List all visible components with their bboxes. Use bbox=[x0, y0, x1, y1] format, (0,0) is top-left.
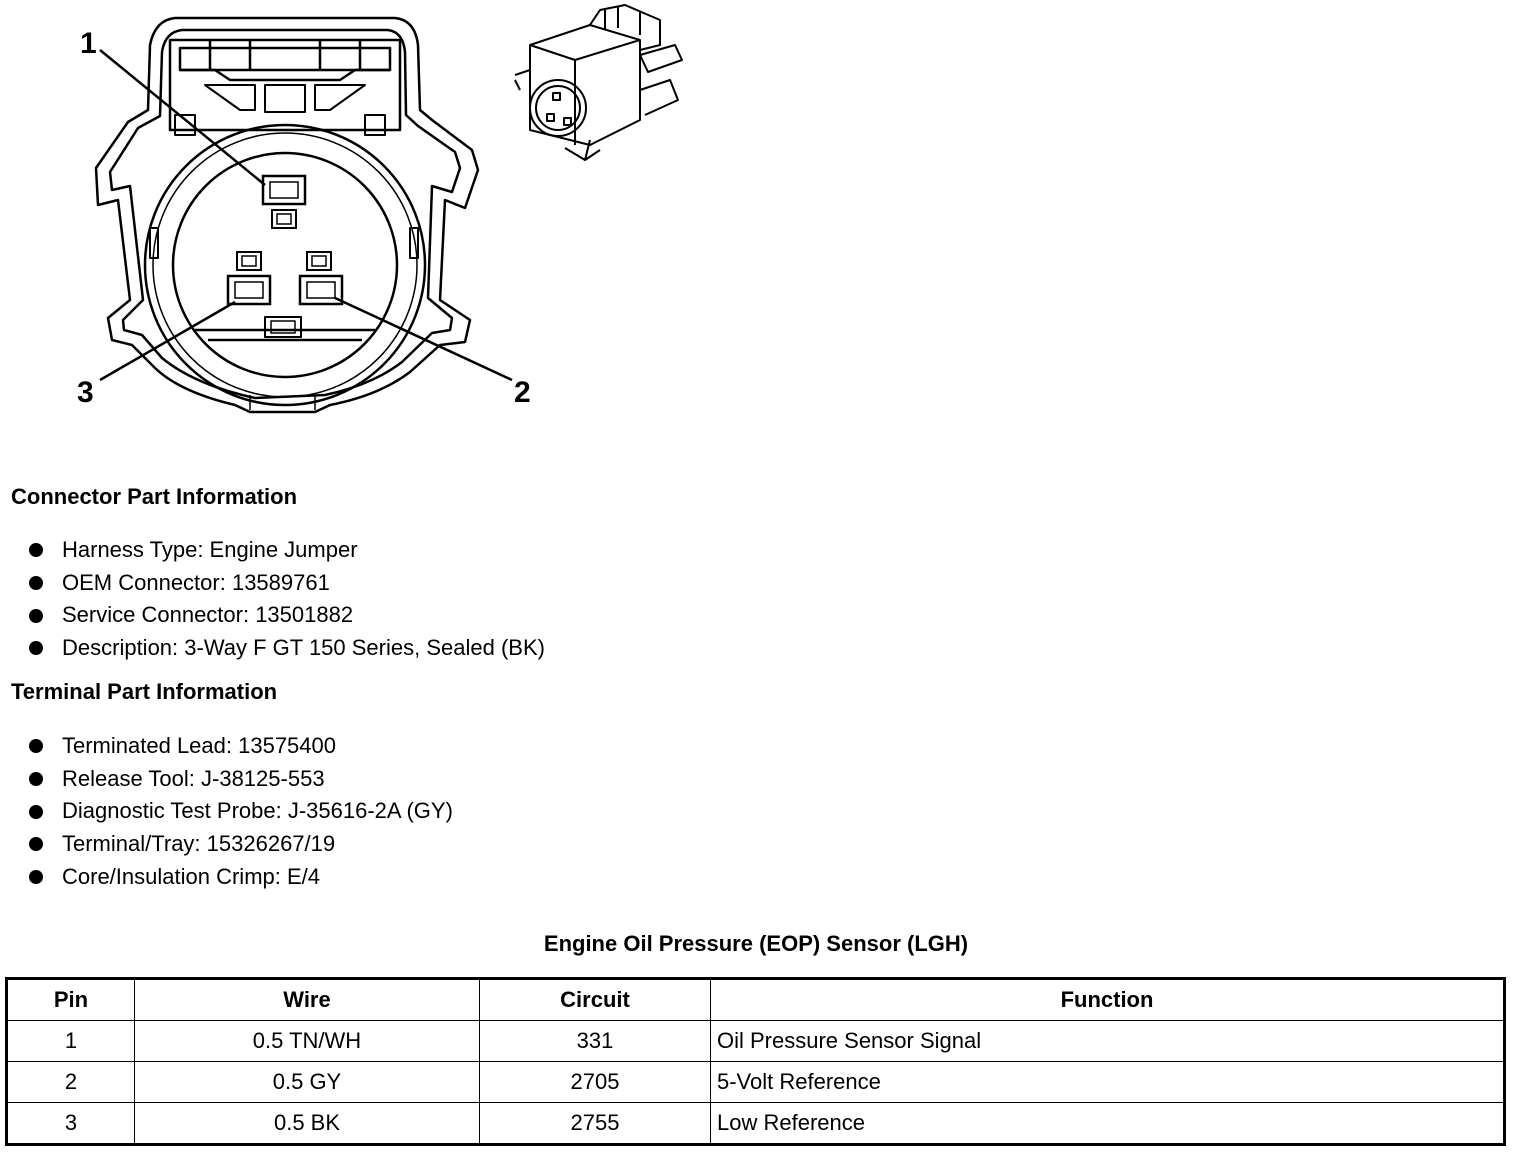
list-item: Core/Insulation Crimp: E/4 bbox=[29, 861, 453, 894]
cell-wire: 0.5 GY bbox=[134, 1061, 480, 1103]
list-item: Diagnostic Test Probe: J-35616-2A (GY) bbox=[29, 795, 453, 828]
bullet-icon bbox=[29, 837, 43, 852]
connector-face-view bbox=[94, 16, 480, 414]
table-row: 3 0.5 BK 2755 Low Reference bbox=[6, 1102, 1505, 1145]
cell-wire: 0.5 BK bbox=[134, 1102, 480, 1145]
table-row: 2 0.5 GY 2705 5-Volt Reference bbox=[6, 1061, 1505, 1103]
table-row: 1 0.5 TN/WH 331 Oil Pressure Sensor Sign… bbox=[6, 1020, 1505, 1062]
table-title: Engine Oil Pressure (EOP) Sensor (LGH) bbox=[543, 931, 969, 956]
cavity-pin-3 bbox=[226, 274, 272, 306]
cell-pin: 1 bbox=[6, 1020, 135, 1062]
cell-circuit: 331 bbox=[479, 1020, 711, 1062]
bullet-icon bbox=[29, 870, 43, 885]
cell-pin: 3 bbox=[6, 1102, 135, 1145]
bullet-icon bbox=[29, 576, 43, 591]
pin-table: Pin Wire Circuit Function 1 0.5 TN/WH 33… bbox=[5, 977, 1506, 1146]
callout-label-2: 2 bbox=[514, 376, 531, 409]
bullet-icon bbox=[29, 739, 43, 754]
list-item: Harness Type: Engine Jumper bbox=[29, 534, 545, 567]
header-wire: Wire bbox=[134, 978, 480, 1021]
list-item: Release Tool: J-38125-553 bbox=[29, 763, 453, 796]
terminal-cavities bbox=[226, 174, 344, 306]
bullet-icon bbox=[29, 772, 43, 787]
bullet-icon bbox=[29, 804, 43, 819]
cell-function: Low Reference bbox=[710, 1102, 1505, 1145]
list-item: OEM Connector: 13589761 bbox=[29, 567, 545, 600]
header-function: Function bbox=[710, 978, 1505, 1021]
callout-label-1: 1 bbox=[80, 27, 97, 60]
list-item: Terminated Lead: 13575400 bbox=[29, 730, 453, 763]
terminal-info-heading: Terminal Part Information bbox=[11, 679, 278, 704]
cell-circuit: 2705 bbox=[479, 1061, 711, 1103]
header-circuit: Circuit bbox=[479, 978, 711, 1021]
connector-info-heading: Connector Part Information bbox=[11, 484, 298, 509]
cavity-pin-2 bbox=[298, 274, 344, 306]
callout-label-3: 3 bbox=[77, 376, 94, 409]
cell-function: 5-Volt Reference bbox=[710, 1061, 1505, 1103]
connector-info-list: Harness Type: Engine Jumper OEM Connecto… bbox=[29, 534, 545, 665]
connector-diagram: 1 2 3 bbox=[77, 4, 683, 414]
cell-pin: 2 bbox=[6, 1061, 135, 1103]
table-header-row: Pin Wire Circuit Function bbox=[6, 978, 1505, 1021]
callout-lines bbox=[99, 49, 513, 382]
cell-circuit: 2755 bbox=[479, 1102, 711, 1145]
list-item: Terminal/Tray: 15326267/19 bbox=[29, 828, 453, 861]
bullet-icon bbox=[29, 543, 43, 558]
header-pin: Pin bbox=[6, 978, 135, 1021]
bullet-icon bbox=[29, 641, 43, 656]
terminal-info-list: Terminated Lead: 13575400 Release Tool: … bbox=[29, 730, 453, 893]
list-item: Service Connector: 13501882 bbox=[29, 599, 545, 632]
connector-3d-thumbnail bbox=[514, 4, 683, 161]
cell-function: Oil Pressure Sensor Signal bbox=[710, 1020, 1505, 1062]
cavity-pin-1 bbox=[261, 174, 307, 206]
cell-wire: 0.5 TN/WH bbox=[134, 1020, 480, 1062]
bullet-icon bbox=[29, 608, 43, 623]
list-item: Description: 3-Way F GT 150 Series, Seal… bbox=[29, 632, 545, 665]
